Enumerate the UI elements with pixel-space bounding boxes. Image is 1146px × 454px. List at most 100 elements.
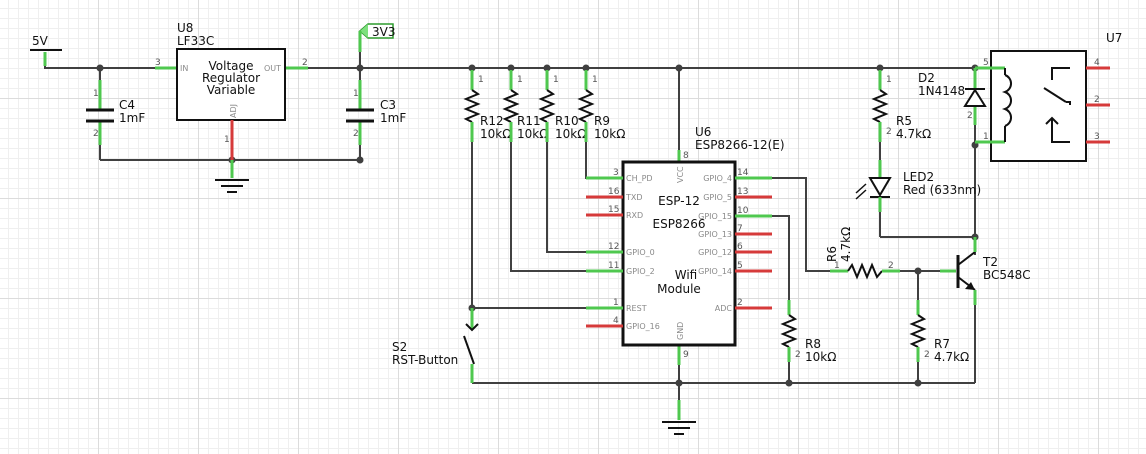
power-3v3: 3V3 xyxy=(358,23,395,52)
r12-value: 10kΩ xyxy=(480,127,511,141)
u6-left-pin-3: RXD xyxy=(626,211,643,220)
d2-value: 1N4148 xyxy=(918,84,965,98)
resistor-r8: 2 R8 10kΩ xyxy=(780,300,836,364)
resistor-r10: 1 R10 10kΩ xyxy=(538,70,586,142)
led2-value: Red (633nm) xyxy=(903,183,981,197)
c4-pin1: 1 xyxy=(93,89,99,99)
r8-ref: R8 xyxy=(805,337,821,351)
resistor-r12: 1 R12 10kΩ xyxy=(463,70,511,142)
u8-text-3: Variable xyxy=(207,83,256,97)
u8-pin-in: IN xyxy=(180,64,188,73)
u6-pinnum-vcc: 8 xyxy=(683,151,689,161)
r9-ref: R9 xyxy=(594,114,610,128)
r5-pin1: 1 xyxy=(886,75,892,85)
u8-pin-out: OUT xyxy=(264,64,281,73)
u7-pinnum-contact-3: 3 xyxy=(1094,132,1100,142)
r8-pin2: 2 xyxy=(795,350,801,360)
u6-pin-vcc: VCC xyxy=(676,166,685,183)
u6-right-pin-1: GPIO_4 xyxy=(703,174,732,183)
ground-main xyxy=(662,400,696,435)
u6-left-pin-2: TXD xyxy=(625,193,643,202)
u7-pinnum-coil-2: 2 xyxy=(967,111,973,121)
u6-left-pin-4: GPIO_0 xyxy=(626,248,655,257)
diode-d2: D2 1N4148 xyxy=(918,68,987,125)
u6-right-pinnum-1: 14 xyxy=(737,168,749,178)
u8-ref: U8 xyxy=(177,21,193,35)
u8-pinnum-in: 3 xyxy=(155,58,161,68)
u6-right-pin-7: ADC xyxy=(715,304,733,313)
u8-pinnum-adj: 1 xyxy=(224,135,230,145)
regulator-u8: U8 LF33C IN OUT ADJ 3 2 1 Voltage Regula… xyxy=(155,21,308,145)
u6-right-pinnum-3: 10 xyxy=(737,206,749,216)
s2-value: RST-Button xyxy=(392,353,458,367)
u8-part: LF33C xyxy=(177,34,214,48)
u6-left-pinnum-1: 3 xyxy=(613,168,619,178)
r5-value: 4.7kΩ xyxy=(896,127,931,141)
r8-value: 10kΩ xyxy=(805,350,836,364)
led2-ref: LED2 xyxy=(903,170,934,184)
u6-right-pin-4: GPIO_13 xyxy=(698,230,732,239)
u6-right-pin-6: GPIO_14 xyxy=(698,267,732,276)
reset-button-s2: S2 RST-Button xyxy=(392,308,479,383)
r11-ref: R11 xyxy=(517,114,541,128)
r6-ref: R6 xyxy=(825,246,839,262)
u6-left-pinnum-4: 12 xyxy=(608,242,619,252)
s2-ref: S2 xyxy=(392,340,407,354)
resistor-r5: 1 2 R5 4.7kΩ xyxy=(871,70,931,142)
c3-ref: C3 xyxy=(380,98,396,112)
r10-pin1: 1 xyxy=(553,75,559,85)
capacitor-c4: 1 2 C4 1mF xyxy=(86,80,145,145)
u6-title-1: ESP-12 xyxy=(658,194,700,208)
power-3v3-label: 3V3 xyxy=(372,25,395,39)
r9-value: 10kΩ xyxy=(594,127,625,141)
capacitor-c3: 1 2 C3 1mF xyxy=(346,80,406,145)
relay-u7: U7 5 2 1 4 2 3 xyxy=(967,31,1122,162)
ground-regulator xyxy=(215,145,249,193)
d2-ref: D2 xyxy=(918,71,935,85)
r11-value: 10kΩ xyxy=(517,127,548,141)
u6-left-pin-5: GPIO_2 xyxy=(626,267,655,276)
esp-module-u6: U6 ESP8266-12(E) 8 VCC GND 9 ESP-12 ESP8… xyxy=(586,125,785,365)
r5-ref: R5 xyxy=(896,114,912,128)
resistor-r9: 1 R9 10kΩ xyxy=(577,70,625,142)
u6-right-pin-3: GPIO_15 xyxy=(698,212,732,221)
u6-title-2: ESP8266 xyxy=(653,217,706,231)
r10-ref: R10 xyxy=(555,114,579,128)
u8-pinnum-out: 2 xyxy=(302,58,308,68)
u7-pinnum-coil-3: 1 xyxy=(983,132,989,142)
r6-value: 4.7kΩ xyxy=(839,227,853,262)
u6-left-pin-7: GPIO_16 xyxy=(626,322,660,331)
r6-pin2: 2 xyxy=(888,261,894,271)
u7-ref: U7 xyxy=(1106,31,1122,45)
u6-title-4: Module xyxy=(657,282,701,296)
power-5v: 5V xyxy=(30,34,62,66)
c3-pin2: 2 xyxy=(353,129,359,139)
u6-left-pin-1: CH_PD xyxy=(626,174,653,183)
r12-pin1: 1 xyxy=(478,75,484,85)
u6-right-pin-5: GPIO_12 xyxy=(698,248,732,257)
resistor-r7: 2 R7 4.7kΩ xyxy=(909,300,969,364)
u6-right-pinnum-4: 7 xyxy=(737,224,743,234)
transistor-t2: T2 BC548C xyxy=(940,237,1031,305)
u8-text-2: Regulator xyxy=(202,71,260,85)
u7-pinnum-contact-1: 4 xyxy=(1094,58,1100,68)
u6-left-pinnum-7: 4 xyxy=(613,316,619,326)
u6-left-pinnum-6: 1 xyxy=(613,298,619,308)
u6-right-pinnum-2: 13 xyxy=(737,187,748,197)
r9-pin1: 1 xyxy=(592,75,598,85)
r7-value: 4.7kΩ xyxy=(934,350,969,364)
u6-right-pinnum-5: 6 xyxy=(737,242,743,252)
r11-pin1: 1 xyxy=(517,75,523,85)
u6-right-pinnum-7: 2 xyxy=(737,298,743,308)
r6-pin1: 1 xyxy=(834,261,840,271)
c4-pin2: 2 xyxy=(93,129,99,139)
u6-left-pinnum-5: 11 xyxy=(608,261,619,271)
u7-pinnum-coil-1: 5 xyxy=(983,58,989,68)
u6-pinnum-gnd: 9 xyxy=(683,350,689,360)
u6-right-pinnum-6: 5 xyxy=(737,261,743,271)
resistor-r6: 1 2 R6 4.7kΩ xyxy=(825,227,900,280)
u6-title-3: Wifi xyxy=(675,268,698,282)
r5-pin2: 2 xyxy=(886,127,892,137)
u8-text-1: Voltage xyxy=(208,59,253,73)
